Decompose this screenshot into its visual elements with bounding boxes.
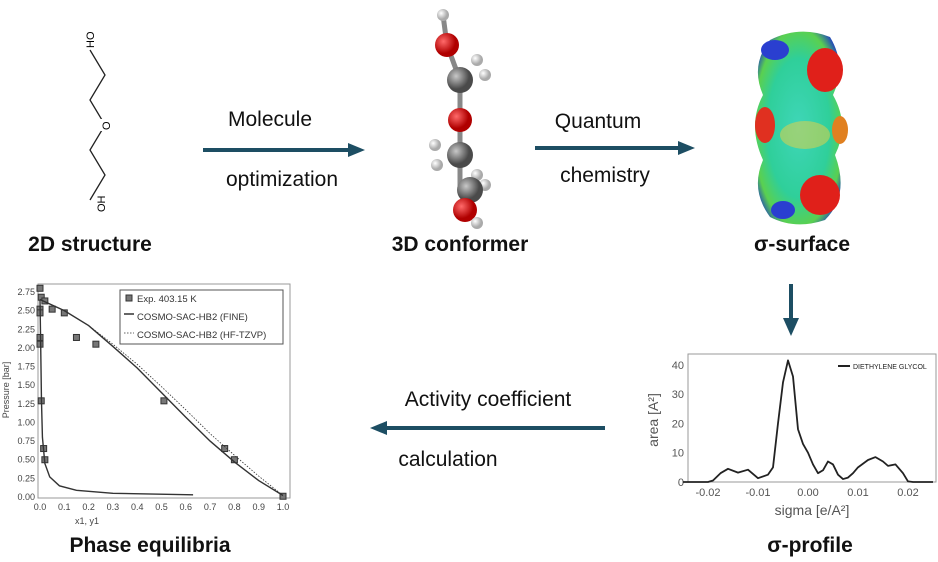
legend-entry: COSMO-SAC-HB2 (HF-TZVP)	[137, 330, 266, 341]
sigma-profile-chart: 0 10 20 30 40 -0.02 -0.01 0.00 0.01 0.02 sigma [e/…	[645, 353, 937, 518]
label-sigma-surface: σ-surface	[753, 233, 851, 256]
sigma-surface-image	[755, 31, 848, 225]
exp-data-point	[92, 340, 100, 348]
o-label: O	[101, 121, 113, 130]
2d-structure-drawing: HO OH O	[85, 31, 113, 212]
legend-entry: Exp. 403.15 K	[137, 294, 197, 305]
y-tick-label: 0.25	[17, 473, 35, 483]
legend-entry: DIETHYLENE GLYCOL	[853, 364, 927, 371]
y-axis-label: Pressure [bar]	[1, 362, 11, 419]
x-tick-label: 0.0	[34, 502, 47, 512]
arrow-right-icon	[203, 143, 365, 157]
y-tick-label: 2.25	[17, 324, 35, 334]
x-tick-label: 0.2	[82, 502, 95, 512]
x-tick-label: 0.7	[204, 502, 217, 512]
y-tick-label: 1.25	[17, 399, 35, 409]
x-tick-label: 0.8	[228, 502, 241, 512]
3d-conformer-model	[429, 9, 491, 229]
exp-data-point	[48, 305, 56, 313]
y-tick-label: 1.75	[17, 362, 35, 372]
y-tick-label: 0.00	[17, 492, 35, 502]
x-tick-label: 0.00	[797, 487, 818, 499]
step-chemistry: chemistry	[560, 164, 650, 187]
y-tick-label: 10	[672, 448, 684, 460]
x-tick-label: 0.4	[131, 502, 144, 512]
legend-entry: COSMO-SAC-HB2 (FINE)	[137, 312, 248, 323]
exp-data-point	[72, 333, 80, 341]
step-activity-coefficient: Activity coefficient	[404, 388, 572, 411]
label-sigma-profile: σ-profile	[767, 534, 853, 557]
x-tick-label: 0.1	[58, 502, 71, 512]
x-tick-label: 0.5	[155, 502, 168, 512]
x-tick-label: 1.0	[277, 502, 290, 512]
legend-marker	[125, 294, 133, 302]
x-tick-label: 0.6	[180, 502, 193, 512]
series-line	[39, 299, 284, 496]
exp-data-point	[160, 397, 168, 405]
exp-data-point	[279, 492, 287, 500]
oh-bottom-label: OH	[96, 195, 108, 212]
arrow-left-icon	[370, 421, 605, 435]
y-tick-label: 1.50	[17, 380, 35, 390]
y-tick-label: 1.00	[17, 417, 35, 427]
x-axis-label: sigma [e/A²]	[775, 502, 850, 518]
phase-equilibria-chart: 0.00 0.25 0.50 0.75 1.00 1.25 1.50 1.75 2.00 2.25…	[1, 283, 291, 526]
label-phase-equilibria: Phase equilibria	[69, 534, 231, 557]
step-optimization: optimization	[225, 168, 339, 191]
y-tick-label: 2.75	[17, 287, 35, 297]
y-tick-label: 0.50	[17, 455, 35, 465]
x-tick-label: 0.01	[847, 487, 868, 499]
y-tick-label: 40	[672, 360, 684, 372]
label-2d-structure: 2D structure	[28, 233, 152, 256]
series-line	[39, 299, 194, 496]
exp-data-point	[36, 284, 44, 292]
y-tick-label: 30	[672, 389, 684, 401]
y-tick-label: 20	[672, 418, 684, 430]
legend-box	[119, 289, 284, 345]
y-tick-label: 0.75	[17, 436, 35, 446]
step-molecule: Molecule	[227, 108, 313, 131]
arrow-right-icon	[535, 141, 695, 155]
step-calculation: calculation	[398, 448, 498, 471]
sigma-profile-line	[683, 359, 933, 483]
x-tick-label: 0.02	[897, 487, 918, 499]
y-tick-label: 0	[678, 477, 684, 489]
label-3d-conformer: 3D conformer	[391, 233, 529, 256]
x-axis-label: x1, y1	[75, 516, 99, 526]
x-tick-label: -0.01	[745, 487, 770, 499]
x-tick-label: 0.3	[107, 502, 120, 512]
step-quantum: Quantum	[554, 110, 642, 133]
x-tick-label: 0.9	[252, 502, 265, 512]
arrow-down-icon	[783, 284, 799, 336]
y-axis-label: area [A²]	[645, 393, 661, 447]
x-tick-label: -0.02	[695, 487, 720, 499]
y-tick-label: 2.00	[17, 343, 35, 353]
y-tick-label: 2.50	[17, 306, 35, 316]
oh-top-label: HO	[85, 31, 97, 48]
exp-data-point	[221, 445, 229, 453]
